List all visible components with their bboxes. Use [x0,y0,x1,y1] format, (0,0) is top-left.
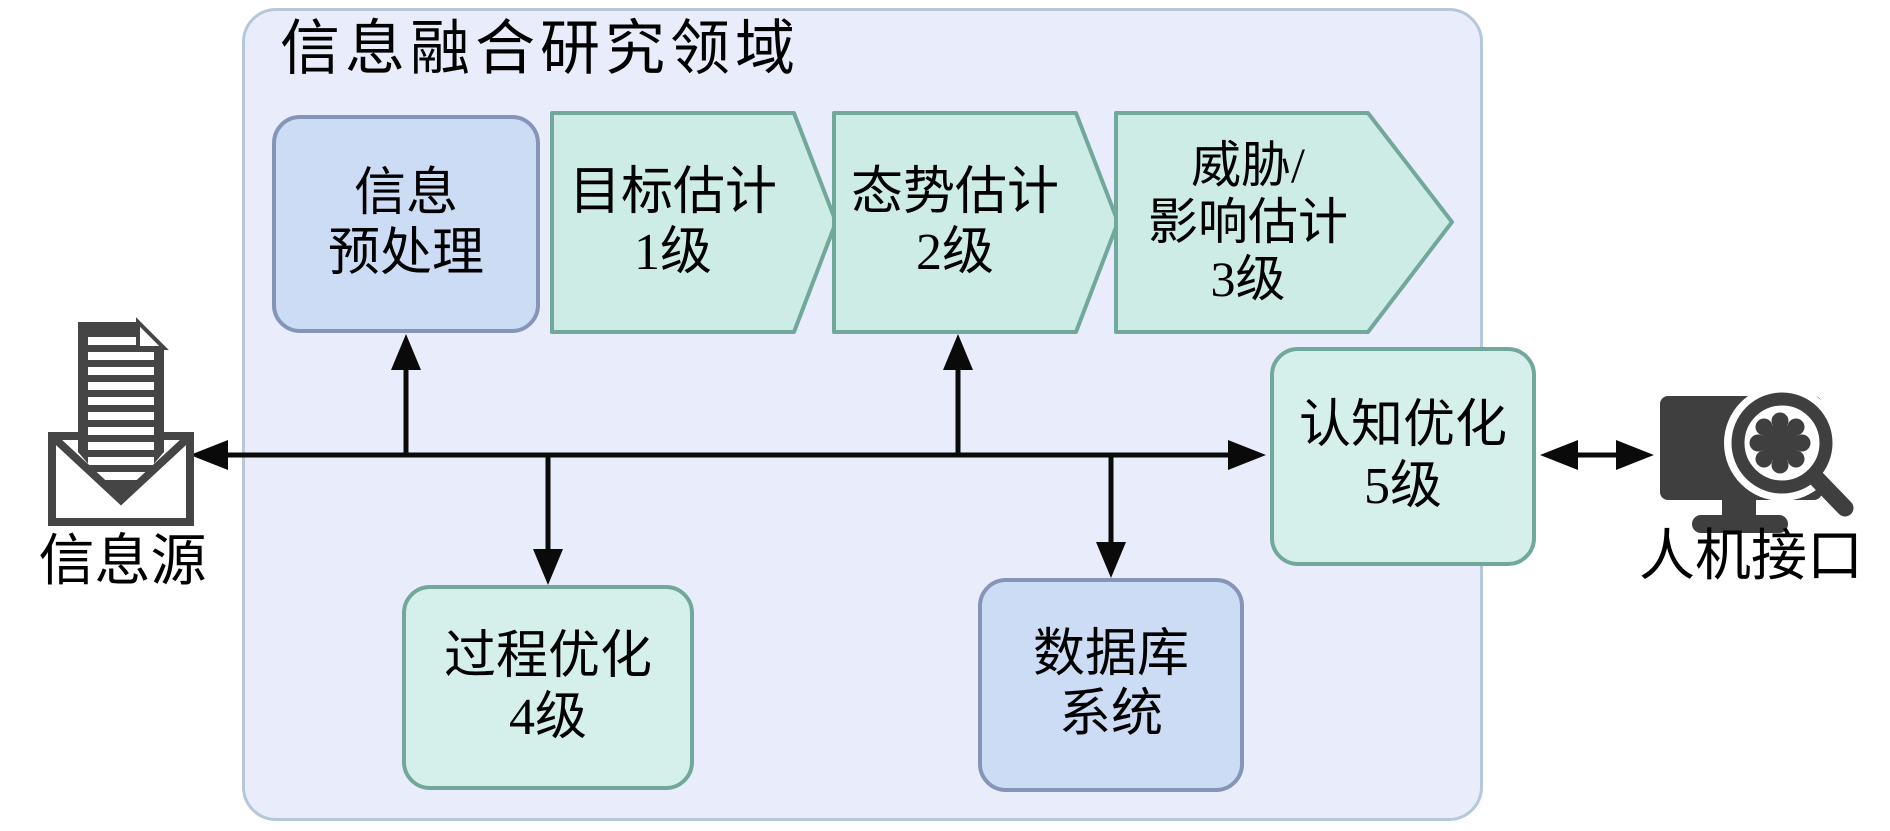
arrowhead-left-to-source [190,440,228,470]
gear-glyph [1749,412,1811,474]
node-level4-line1: 过程优化 [443,628,652,686]
arrowhead-to-level5 [1540,440,1578,470]
arrowhead-to-hmi [1616,440,1654,470]
node-level3: 威胁/ 影响估计 3级 [1116,113,1380,332]
node-preprocess-line1: 信息 [353,164,458,222]
fusion-domain-title: 信息融合研究领域 [280,16,800,82]
node-database-line1: 数据库 [1032,625,1189,683]
node-level1-line1: 目标估计 [568,164,777,222]
node-level3-line3: 3级 [1210,251,1286,307]
node-level4: 过程优化 4级 [402,585,694,790]
document-envelope-icon [48,317,194,526]
node-level3-line1: 威胁/ [1191,137,1305,193]
node-level5-line2: 5级 [1363,457,1442,515]
node-level1-line2: 1级 [633,223,712,281]
node-level2-line1: 态势估计 [850,164,1059,222]
node-level2: 态势估计 2级 [834,113,1076,332]
hmi-label: 人机接口 [1639,526,1863,588]
node-level1: 目标估计 1级 [552,113,794,332]
node-database: 数据库 系统 [978,578,1244,792]
node-level5-line1: 认知优化 [1298,397,1507,455]
node-level2-line2: 2级 [915,223,994,281]
node-level3-line2: 影响估计 [1148,194,1348,250]
source-label: 信息源 [38,531,207,593]
node-level4-line2: 4级 [508,688,587,746]
node-preprocess-line2: 预处理 [327,225,484,282]
monitor-magnifier-icon [1660,385,1854,533]
node-database-line2: 系统 [1058,686,1163,743]
node-level5: 认知优化 5级 [1270,347,1536,566]
node-preprocess: 信息 预处理 [272,115,540,333]
